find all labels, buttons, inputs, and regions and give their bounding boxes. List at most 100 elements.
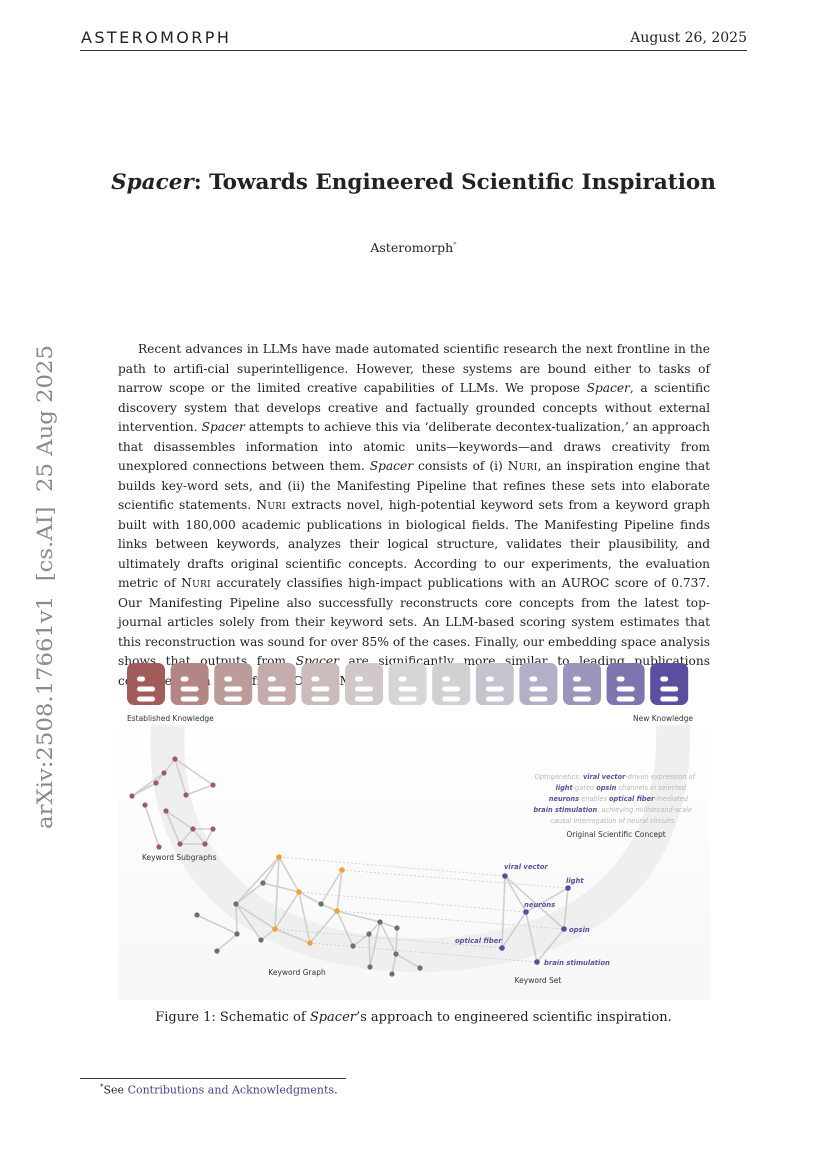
keyword-graph-nodes	[194, 854, 423, 977]
footnote-link[interactable]: Contributions and Acknowledgments	[127, 1083, 335, 1097]
spacer-term: Spacer	[586, 381, 630, 395]
knowledge-icon-line	[137, 676, 145, 682]
knowledge-icon-line	[660, 676, 669, 682]
knowledge-icon-line	[398, 696, 417, 702]
keyword-opsin: opsin	[569, 926, 590, 934]
keyword-graph-edges	[196, 856, 421, 975]
svg-text:causal interrogation of neural: causal interrogation of neural circuits.	[550, 817, 676, 825]
knowledge-icon	[606, 663, 645, 705]
svg-text:light-gated opsin channels in: light-gated opsin channels in selected	[556, 784, 687, 792]
footnote-rule	[80, 1078, 346, 1079]
knowledge-icon-line	[616, 676, 625, 682]
page-header: ASTEROMORPH August 26, 2025	[80, 28, 747, 51]
abstract-text: accurately classifies high-impact public…	[118, 576, 710, 668]
author-name: Asteromorph	[370, 240, 454, 255]
knowledge-icon-line	[616, 696, 635, 702]
knowledge-icon-line	[573, 696, 591, 702]
knowledge-icon	[432, 663, 471, 705]
knowledge-icon	[650, 663, 689, 705]
abstract-text: Recent advances in LLMs have made automa…	[118, 342, 710, 395]
title-italic: Spacer	[111, 170, 194, 195]
knowledge-icon	[127, 663, 165, 705]
footnote-text: .	[334, 1083, 338, 1097]
knowledge-icon-line	[355, 676, 363, 682]
keyword-optical-fiber: optical fiber	[455, 937, 502, 945]
knowledge-icon	[257, 663, 296, 705]
label-new-knowledge: New Knowledge	[633, 714, 693, 723]
abstract-text: , an inspiration engine that builds key-…	[118, 459, 711, 512]
knowledge-icon-line	[355, 696, 373, 702]
label-keyword-graph: Keyword Graph	[268, 968, 326, 977]
spacer-term: Spacer	[201, 420, 245, 434]
knowledge-icon-line	[224, 696, 243, 702]
knowledge-icon-line	[180, 676, 189, 682]
svg-text:brain stimulation, achieving m: brain stimulation, achieving millisecond…	[533, 806, 692, 814]
title-rest: : Towards Engineered Scientific Inspirat…	[193, 170, 716, 195]
caption-text: Figure 1: Schematic of	[155, 1010, 310, 1025]
knowledge-icon-line	[137, 686, 155, 692]
knowledge-icon-line	[529, 696, 548, 702]
knowledge-icon-line	[311, 686, 330, 692]
knowledge-icon-line	[442, 686, 461, 692]
knowledge-icon-line	[616, 686, 635, 692]
header-date: August 26, 2025	[630, 30, 747, 46]
abstract: Recent advances in LLMs have made automa…	[118, 340, 710, 691]
knowledge-arc	[150, 723, 691, 973]
abstract-text: attempts to achieve this via ‘deliberate…	[118, 420, 710, 473]
svg-text:Optogenetics: viral vector-dri: Optogenetics: viral vector-driven expres…	[535, 773, 697, 781]
knowledge-icon	[519, 663, 558, 705]
knowledge-icon-line	[529, 676, 538, 682]
keyword-set-nodes	[499, 873, 571, 965]
knowledge-icon-line	[485, 676, 494, 682]
knowledge-icon-line	[485, 686, 504, 692]
knowledge-icon-line	[573, 676, 581, 682]
brand-logo: ASTEROMORPH	[81, 28, 232, 47]
keyword-set-edges	[501, 875, 569, 963]
knowledge-icon	[563, 663, 601, 705]
figure-schematic: Established Knowledge New Knowledge	[118, 663, 710, 1000]
figure-1: Established Knowledge New Knowledge	[118, 655, 710, 1000]
caption-text: ’s approach to engineered scientific ins…	[356, 1010, 672, 1025]
knowledge-icon-line	[180, 686, 199, 692]
author-footnote-mark[interactable]: *	[453, 240, 457, 249]
knowledge-icon-line	[267, 676, 276, 682]
nuri-term: Nuri	[256, 498, 287, 512]
caption-italic: Spacer	[309, 1010, 356, 1025]
footnote-text: See	[103, 1083, 128, 1097]
knowledge-icon	[214, 663, 253, 705]
spacer-term: Spacer	[369, 459, 414, 473]
keyword-viral-vector: viral vector	[504, 863, 548, 871]
paper-title: Spacer: Towards Engineered Scientific In…	[0, 170, 827, 195]
abstract-text: , a scientific discovery system that dev…	[118, 381, 710, 434]
footnote: *See Contributions and Acknowledgments.	[100, 1083, 338, 1097]
knowledge-icon-line	[224, 686, 243, 692]
abstract-text: extracts novel, high-potential keyword s…	[118, 498, 710, 590]
knowledge-icon-line	[529, 686, 548, 692]
knowledge-icon-line	[660, 696, 679, 702]
keyword-subgraphs	[131, 758, 214, 848]
knowledge-icon-line	[267, 686, 286, 692]
label-keyword-subgraphs: Keyword Subgraphs	[142, 853, 217, 862]
knowledge-icon-line	[485, 696, 504, 702]
label-keyword-set: Keyword Set	[515, 976, 562, 985]
knowledge-icon-line	[442, 676, 451, 682]
knowledge-icon-line	[311, 696, 330, 702]
keyword-neurons: neurons	[524, 901, 555, 909]
knowledge-icon-line	[267, 696, 286, 702]
label-established-knowledge: Established Knowledge	[127, 714, 214, 723]
knowledge-icon-line	[180, 696, 199, 702]
arxiv-sidebar-id: arXiv:2508.17661v1 [cs.AI] 25 Aug 2025	[20, 345, 70, 855]
knowledge-icon	[301, 663, 340, 705]
knowledge-icon-line	[573, 686, 591, 692]
knowledge-icon-line	[398, 676, 407, 682]
knowledge-icon-line	[660, 686, 679, 692]
nuri-term: Nuri	[507, 459, 538, 473]
knowledge-icon	[170, 663, 209, 705]
author-line: Asteromorph*	[0, 240, 827, 255]
figure-caption: Figure 1: Schematic of Spacer’s approach…	[0, 1010, 827, 1025]
footnote-mark: *	[100, 1083, 104, 1091]
arxiv-id-text: arXiv:2508.17661v1 [cs.AI] 25 Aug 2025	[33, 345, 57, 829]
knowledge-icon-line	[355, 686, 373, 692]
keyword-brain-stimulation: brain stimulation	[544, 959, 610, 967]
knowledge-icon-line	[224, 676, 233, 682]
